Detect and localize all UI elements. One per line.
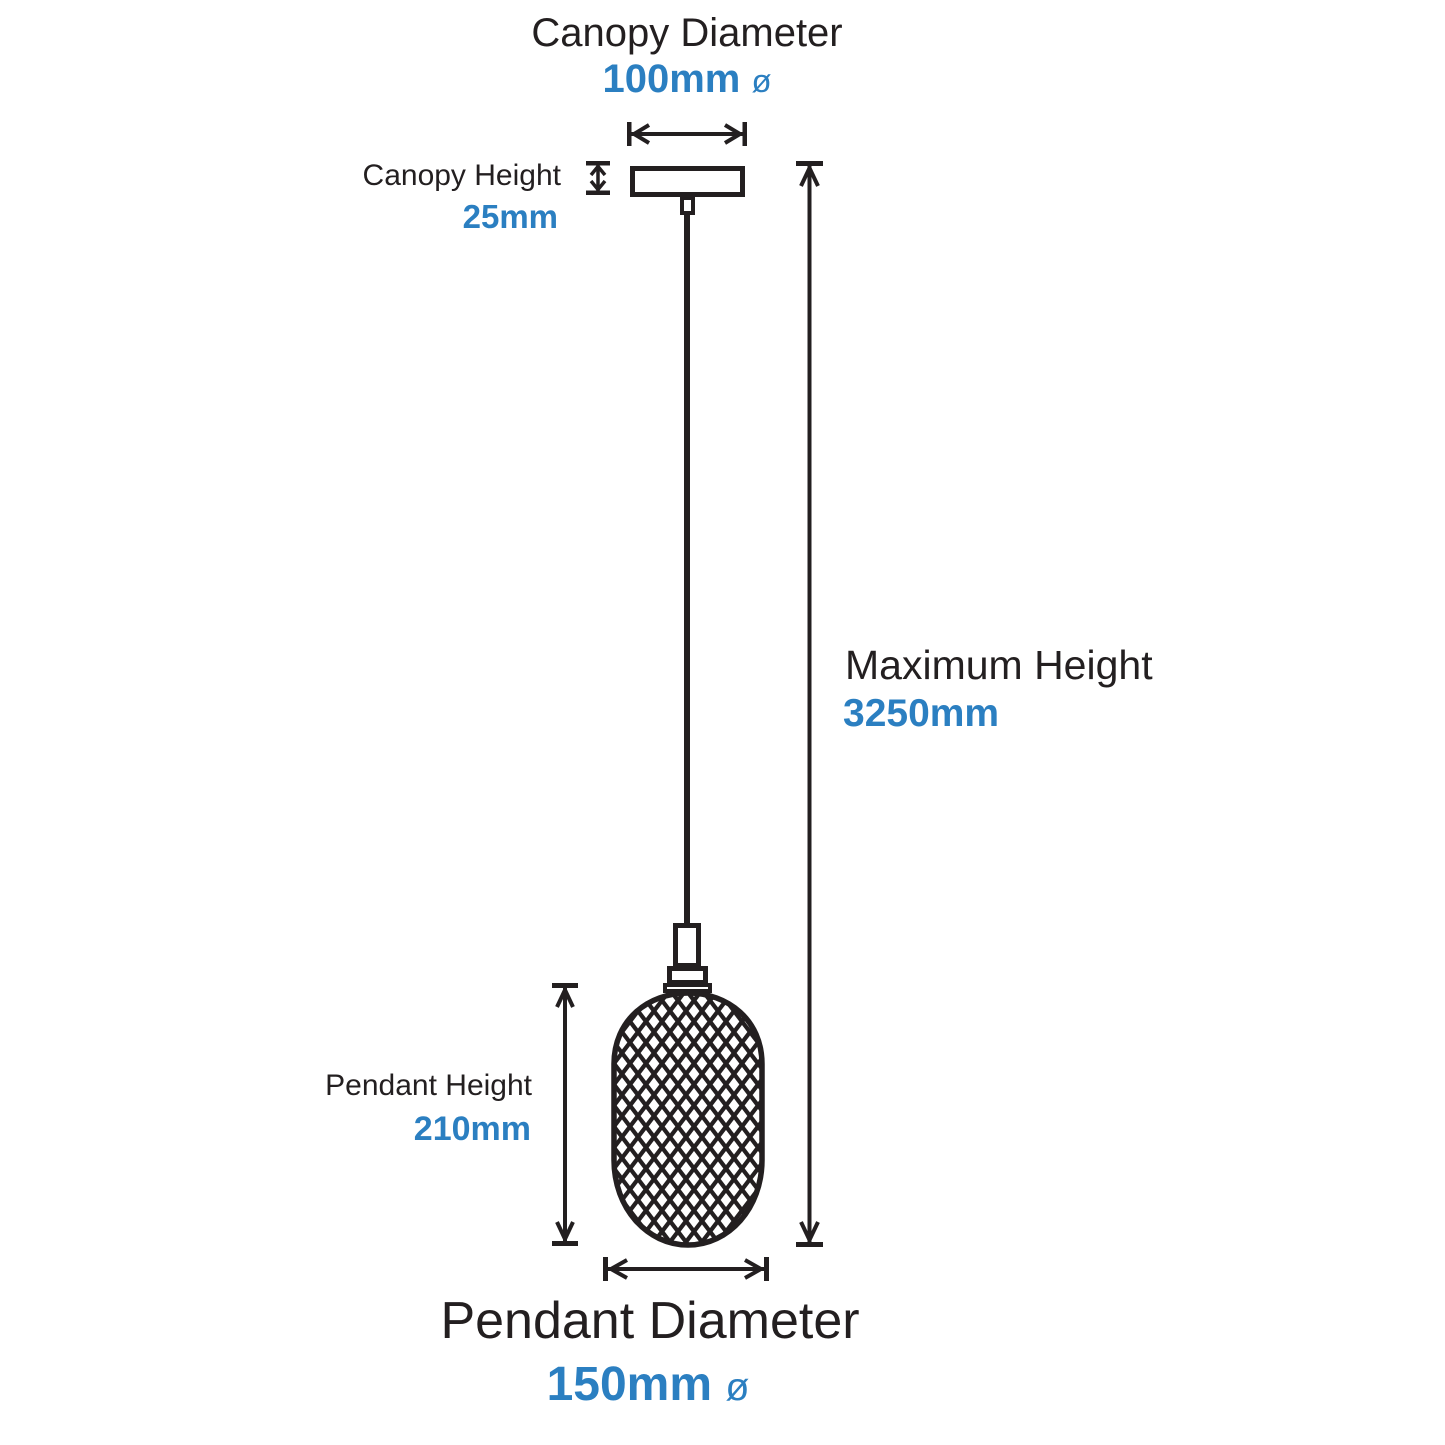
maximum-height-title: Maximum Height [845,642,1153,688]
canopy-diameter-value-number: 100mm [602,57,741,101]
canopy-height-arrow [586,161,610,195]
pendant-height-title: Pendant Height [325,1069,532,1102]
pendant-diameter-title: Pendant Diameter [440,1292,860,1350]
shade-mesh-pattern [614,993,762,1245]
socket-block-shape [667,966,708,985]
pendant-shade-shape [611,990,765,1248]
canopy-diameter-title: Canopy Diameter [531,11,843,55]
maximum-height-value: 3250mm [843,692,1000,735]
pendant-height-arrow [552,983,578,1246]
suspension-cord [684,214,690,930]
pendant-height-value: 210mm [413,1110,531,1148]
shade-outline [611,990,765,1248]
canopy-height-title: Canopy Height [362,159,561,192]
socket-tube-shape [673,923,701,968]
pendant-diameter-value: 150mm ø [546,1358,750,1411]
canopy-diameter-value: 100mm ø [602,58,771,100]
canopy-diameter-symbol: ø [751,62,772,99]
canopy-height-value: 25mm [462,198,558,235]
canopy-shape [630,166,745,197]
maximum-height-arrow [796,161,823,1247]
pendant-diameter-symbol: ø [725,1365,750,1409]
pendant-diameter-value-number: 150mm [546,1358,713,1411]
pendant-diameter-arrow [603,1257,769,1281]
canopy-diameter-arrow [627,122,747,146]
cord-connector-shape [680,196,695,215]
